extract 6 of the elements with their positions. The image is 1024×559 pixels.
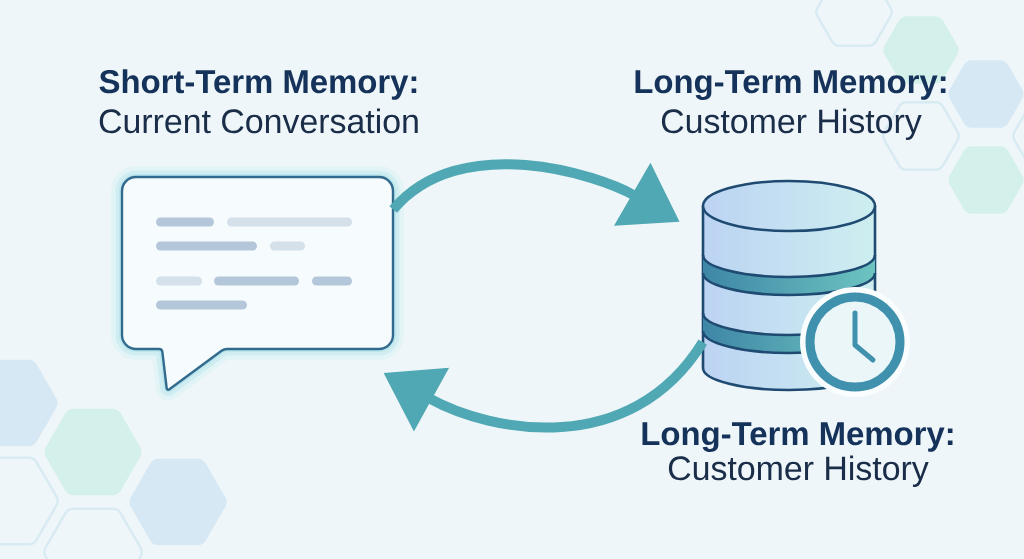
subtitle: Customer History (668, 455, 929, 487)
heading: Short-Term Memory: (99, 69, 417, 100)
subtitle: Customer History (661, 108, 922, 141)
subtitle: Current Conversation (99, 108, 418, 134)
heading: Long-Term Memory: (642, 422, 953, 452)
heading: Long-Term Memory: (635, 70, 946, 100)
